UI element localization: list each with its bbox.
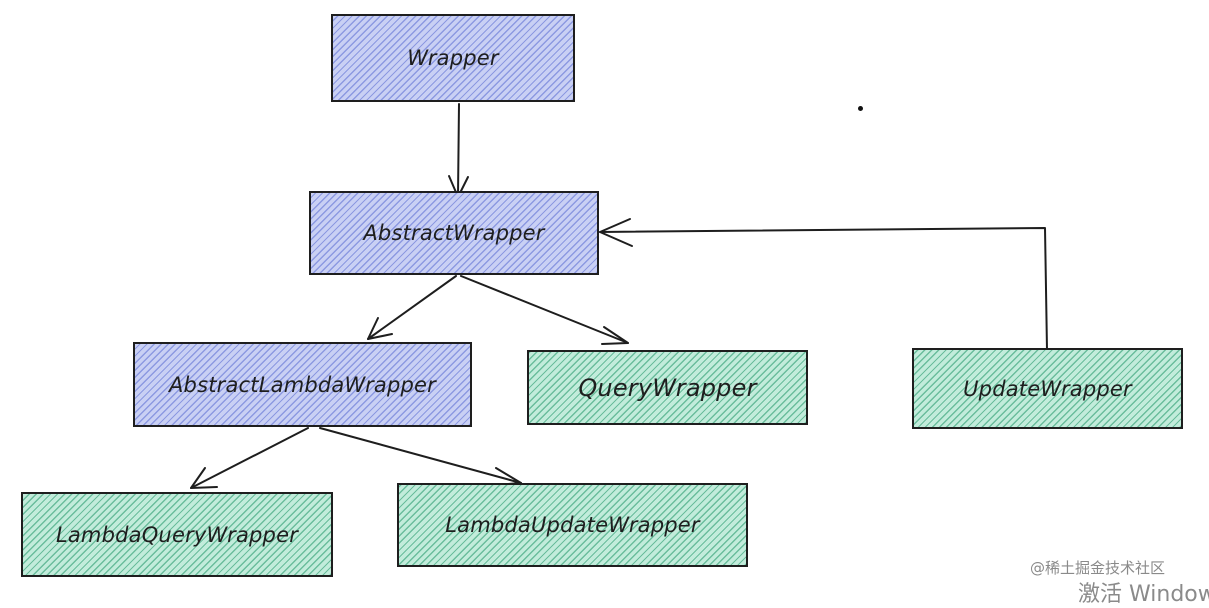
node-update-wrapper: UpdateWrapper <box>912 348 1183 429</box>
node-abstract-lambda-wrapper-label: AbstractLambdaWrapper <box>168 372 437 397</box>
arrowhead-abstract-lambda-top <box>367 317 393 340</box>
edge-abstract-to-abstract-lambda <box>367 275 457 340</box>
node-wrapper-label: Wrapper <box>407 46 499 70</box>
edge-abstract-lambda-to-lambda-update <box>319 427 522 484</box>
node-lambda-update-wrapper-label: LambdaUpdateWrapper <box>445 513 700 537</box>
activate-windows-watermark: 激活 Windows <box>1078 582 1209 607</box>
node-abstract-wrapper-label: AbstractWrapper <box>363 221 545 245</box>
node-update-wrapper-label: UpdateWrapper <box>963 376 1132 401</box>
edge-abstract-to-query <box>460 275 629 344</box>
node-query-wrapper-label: QueryWrapper <box>578 373 757 402</box>
node-lambda-query-wrapper: LambdaQueryWrapper <box>21 492 333 577</box>
node-lambda-update-wrapper: LambdaUpdateWrapper <box>397 483 748 567</box>
arrowhead-lambda-query-top <box>190 467 218 489</box>
node-abstract-wrapper: AbstractWrapper <box>309 191 599 275</box>
arrowhead-query-top <box>601 326 629 345</box>
node-lambda-query-wrapper-label: LambdaQueryWrapper <box>55 522 299 547</box>
node-query-wrapper: QueryWrapper <box>527 350 808 425</box>
edge-wrapper-to-abstract-wrapper <box>457 103 460 197</box>
arrowhead-abstract-wrapper-right <box>599 218 633 247</box>
stray-dot <box>858 106 863 111</box>
edge-abstract-lambda-to-lambda-query <box>190 427 309 489</box>
edge-update-to-abstract <box>599 227 1048 351</box>
site-watermark: @稀土掘金技术社区 <box>1030 559 1166 577</box>
node-abstract-lambda-wrapper: AbstractLambdaWrapper <box>133 342 472 427</box>
node-wrapper: Wrapper <box>331 14 575 102</box>
